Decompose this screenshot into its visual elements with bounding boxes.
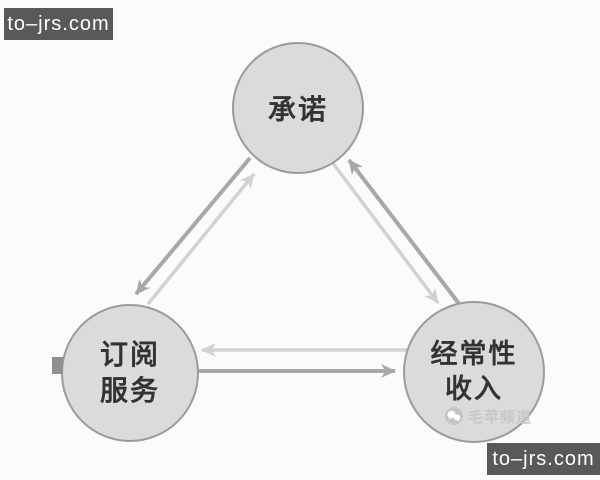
node-revenue-label-line1: 经常性 [430,339,518,369]
node-subscription-label-line1: 订阅 [99,339,160,370]
chat-bubbles-icon [445,407,463,425]
watermark-bottom-right: to–jrs.com [487,443,600,475]
node-recurring-revenue: 经常性 收入 [403,301,545,443]
node-subscription-label-line2: 服务 [99,375,160,406]
arrow-commitment-to-subscription [134,156,252,296]
arrow-revenue-to-commitment [347,158,462,307]
channel-watermark-text: 毛苹频道 [468,408,533,426]
arrow-subscription-to-commitment [146,172,256,306]
node-subscription-service: 订阅 服务 [61,304,199,442]
arrow-commitment-to-revenue [330,160,440,305]
node-commitment-label: 承诺 [267,94,328,125]
channel-watermark: 毛苹频道 [444,404,532,428]
node-commitment: 承诺 [232,42,364,174]
watermark-top-left: to–jrs.com [4,8,113,40]
node-revenue-label-line2: 收入 [445,374,503,404]
gray-square-artifact [52,357,63,374]
